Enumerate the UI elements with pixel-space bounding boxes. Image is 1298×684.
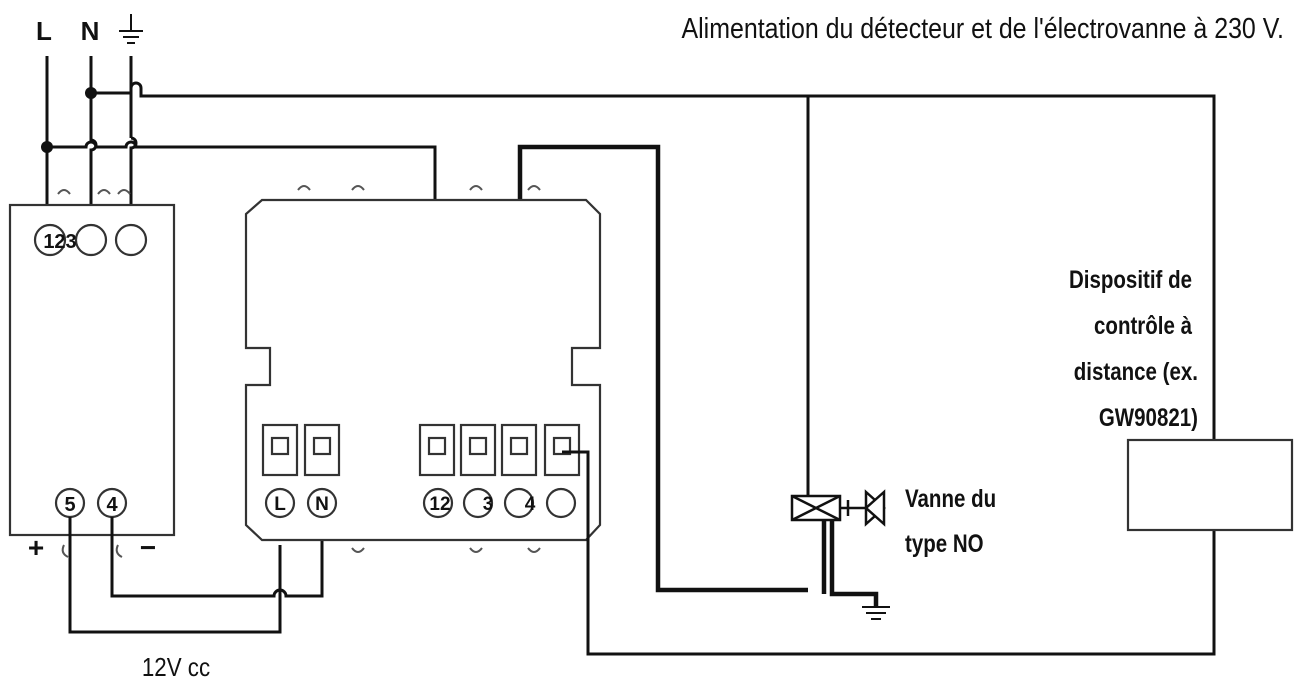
detector-terminal-N: N [315,494,329,515]
remote-control-device: Dispositif de contrôle à distance (ex. G… [1069,265,1294,532]
label-neutral-N: N [81,16,100,46]
power-terminal-4: 4 [106,494,118,516]
remote-label-line4: GW90821) [1099,403,1198,431]
remote-label-line3: distance (ex. [1074,357,1198,385]
detector-terminal-L: L [274,494,286,515]
gas-detector: L N 12 3 4 [244,185,602,553]
remote-label-line2: contrôle à [1094,311,1192,339]
dc-wiring [68,517,324,634]
power-top-terminals-label: 123 [43,231,76,253]
relay-to-remote-wiring [562,450,1216,656]
neutral-wiring [85,56,131,205]
remote-label-line1: Dispositif de [1069,265,1192,293]
valve-label-line2: type NO [905,529,984,557]
power-terminal-5: 5 [64,494,75,516]
minus-sign: − [140,532,156,563]
detector-terminal-4: 4 [525,494,536,515]
diagram-title: Alimentation du détecteur et de l'électr… [682,12,1284,44]
valve-label-line1: Vanne du [905,484,996,512]
detector-terminal-3: 3 [483,494,494,515]
plus-sign: + [28,532,44,563]
dc-voltage-label: 12V cc [142,653,210,682]
line-wiring [41,56,437,425]
label-line-L: L [36,16,52,46]
solenoid-valve [790,489,886,606]
earth-wiring [129,56,1216,500]
power-unit: 123 5 4 + − [8,189,176,563]
earth-symbol-top [119,14,143,44]
detector-terminal-12: 12 [429,494,450,515]
earth-symbol-valve [862,606,890,620]
